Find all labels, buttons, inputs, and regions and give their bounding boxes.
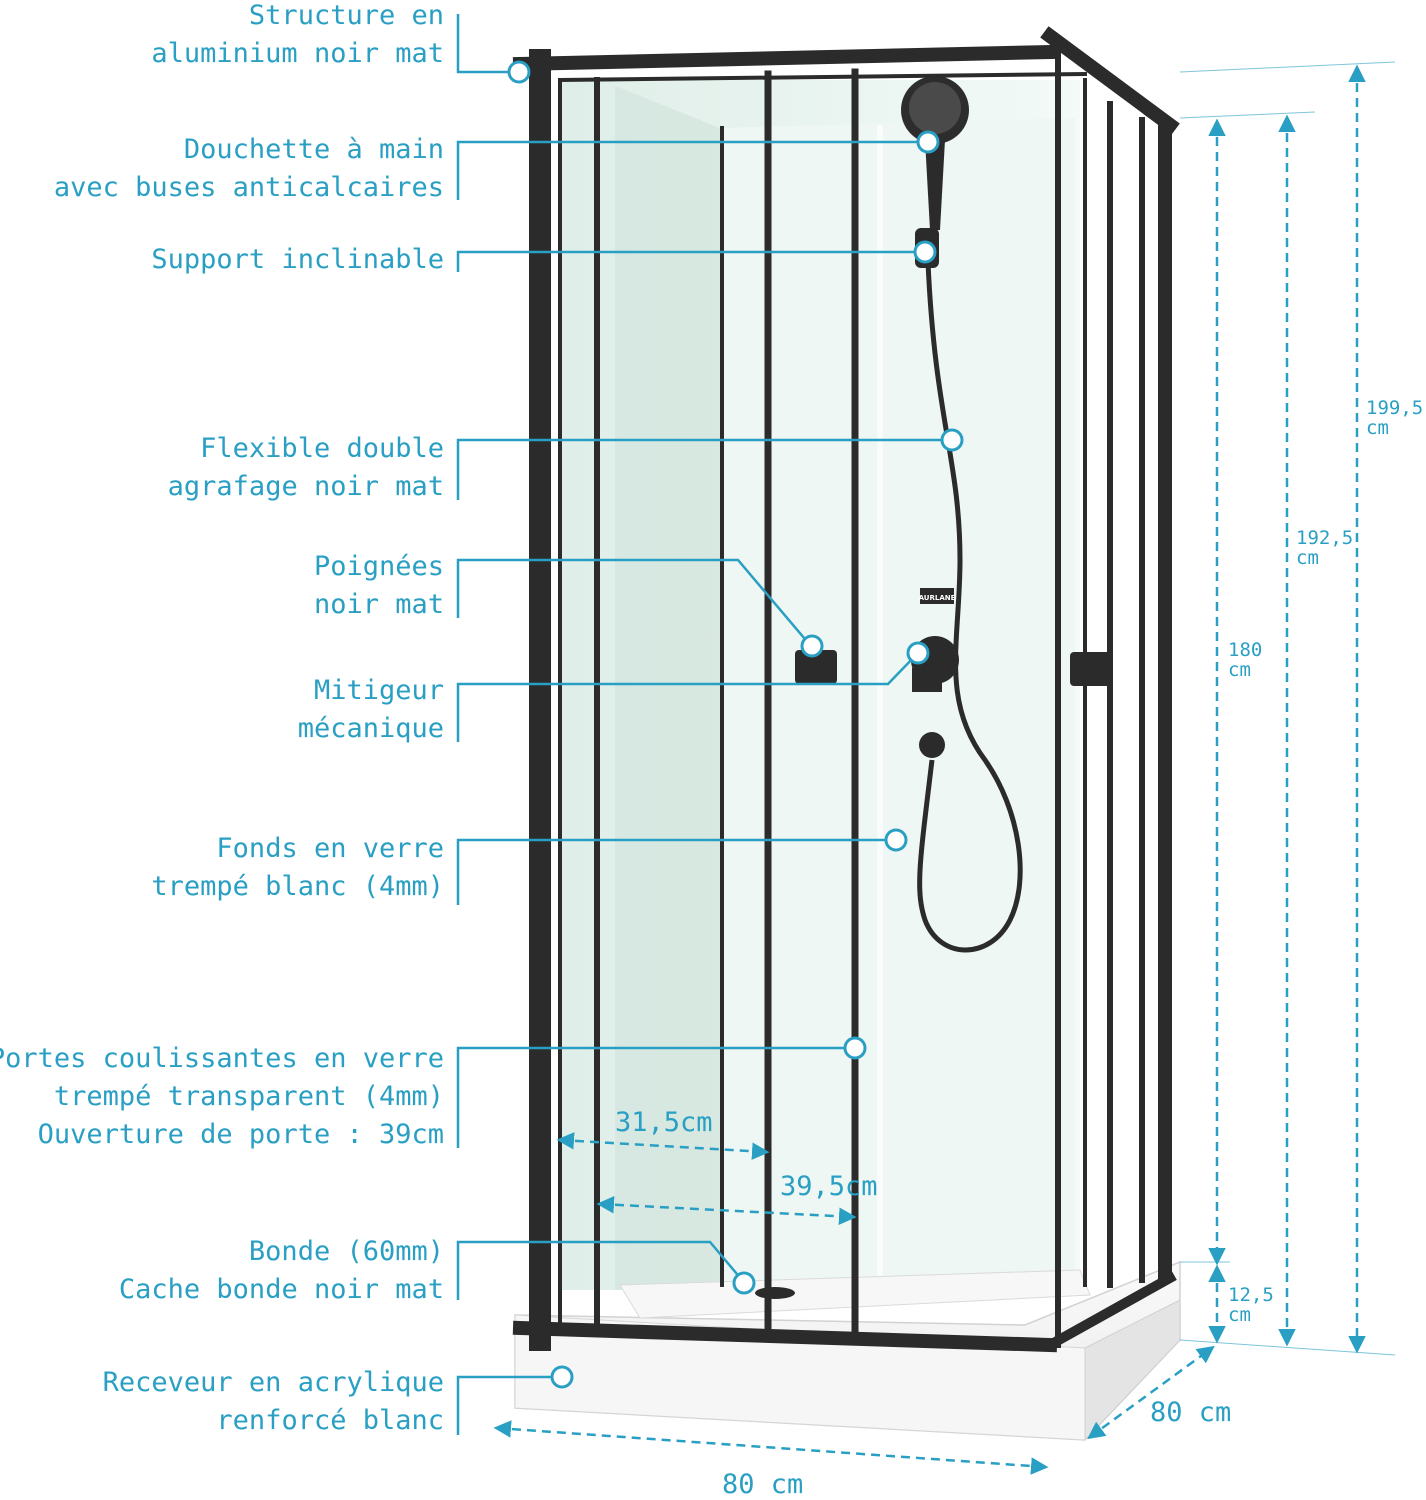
dim-height-total-value: 199,5 — [1366, 397, 1424, 419]
label-structure-line-1: Structure en — [248, 0, 444, 31]
dim-height-frame-value: 192,5 — [1296, 527, 1354, 549]
dim-width: 80 cm — [722, 1469, 804, 1500]
label-receveur-line-1: Receveur en acrylique — [102, 1367, 444, 1398]
label-portes-line-2: trempé transparent (4mm) — [53, 1081, 444, 1112]
label-portes: Portes coulissantes en verre trempé tran… — [0, 1040, 444, 1154]
label-fonds: Fonds en verre trempé blanc (4mm) — [151, 830, 444, 906]
callout-dots — [507, 60, 964, 1389]
aluminium-frame — [512, 26, 1180, 1353]
callout-dot-bonde — [732, 1271, 756, 1295]
callout-lines — [456, 14, 952, 1435]
label-bonde-line-1: Bonde (60mm) — [248, 1236, 444, 1267]
callout-dot-structure — [507, 60, 531, 84]
label-bonde: Bonde (60mm) Cache bonde noir mat — [119, 1233, 444, 1309]
callout-dot-mitigeur — [906, 641, 930, 665]
brand-mark: AURLANE — [919, 594, 956, 602]
label-bonde-line-2: Cache bonde noir mat — [118, 1274, 444, 1305]
label-portes-line-1: Portes coulissantes en verre — [0, 1043, 444, 1074]
label-portes-line-3: Ouverture de porte : 39cm — [37, 1119, 444, 1150]
label-douchette: Douchette à main avec buses anticalcaire… — [54, 131, 444, 207]
label-douchette-line-1: Douchette à main — [183, 134, 444, 165]
label-douchette-line-2: avec buses anticalcaires — [53, 172, 444, 203]
label-mitigeur: Mitigeur mécanique — [298, 672, 444, 748]
dim-height-door-value: 180 — [1228, 639, 1263, 661]
brand-plate — [920, 588, 954, 604]
dim-height-door: 180 cm — [1228, 640, 1262, 680]
callout-dot-receveur — [550, 1365, 574, 1389]
label-mitigeur-line-1: Mitigeur — [313, 675, 444, 706]
label-support: Support inclinable — [151, 241, 444, 279]
label-structure-line-2: aluminium noir mat — [151, 38, 444, 69]
dim-height-tray-unit: cm — [1228, 1304, 1251, 1326]
dim-height-tray-value: 12,5 — [1228, 1284, 1274, 1306]
dim-height-total-unit: cm — [1366, 417, 1389, 439]
label-flexible: Flexible double agrafage noir mat — [168, 430, 444, 506]
label-poignees-line-2: noir mat — [313, 589, 444, 620]
callout-dot-flexible — [940, 428, 964, 452]
dimension-lines — [493, 61, 1396, 1475]
label-fonds-line-1: Fonds en verre — [216, 833, 444, 864]
dim-height-door-unit: cm — [1228, 659, 1251, 681]
callout-dot-support — [913, 240, 937, 264]
shower-fittings — [755, 76, 1112, 1299]
callout-dot-douchette — [916, 130, 940, 154]
label-poignees: Poignées noir mat — [314, 548, 444, 624]
callout-dot-portes — [843, 1036, 867, 1060]
label-poignees-line-1: Poignées — [313, 551, 444, 582]
label-flexible-line-1: Flexible double — [200, 433, 444, 464]
callout-dot-fonds — [884, 828, 908, 852]
label-support-line-1: Support inclinable — [151, 244, 444, 275]
label-structure: Structure en aluminium noir mat — [151, 0, 444, 73]
callout-dot-poignees — [800, 634, 824, 658]
dim-door-width-2: 39,5cm — [780, 1171, 878, 1202]
dim-depth: 80 cm — [1150, 1397, 1232, 1428]
label-mitigeur-line-2: mécanique — [297, 713, 444, 744]
dim-height-frame-unit: cm — [1296, 547, 1319, 569]
dim-height-frame: 192,5 cm — [1296, 528, 1353, 568]
dim-door-width-1: 31,5cm — [615, 1107, 713, 1138]
dim-height-total: 199,5 cm — [1366, 398, 1423, 438]
label-receveur-line-2: renforcé blanc — [216, 1405, 444, 1436]
dim-height-tray: 12,5 cm — [1228, 1285, 1274, 1325]
label-fonds-line-2: trempé blanc (4mm) — [151, 871, 444, 902]
label-receveur: Receveur en acrylique renforcé blanc — [103, 1364, 444, 1440]
label-flexible-line-2: agrafage noir mat — [167, 471, 444, 502]
